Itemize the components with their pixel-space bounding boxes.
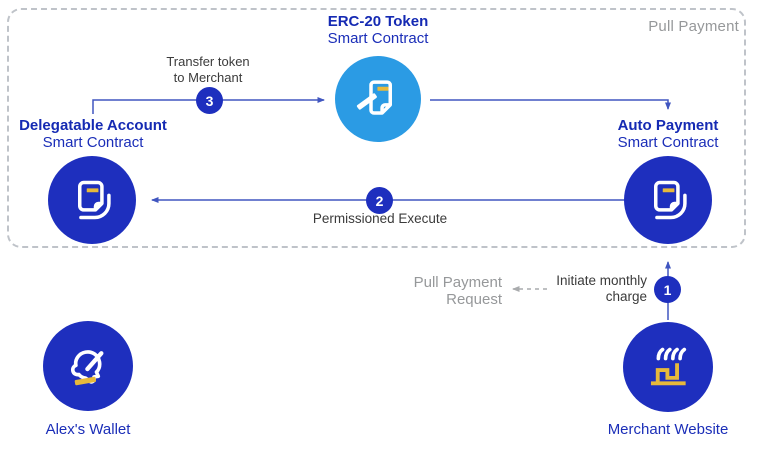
step2-badge: 2 bbox=[366, 187, 393, 214]
delegatable-title-line2: Smart Contract bbox=[42, 134, 144, 151]
pull-payment-request-line2: Request bbox=[446, 291, 502, 308]
frame-corner-label: Pull Payment bbox=[648, 18, 739, 35]
step1-label-line2: charge bbox=[605, 289, 647, 304]
autopayment-node-title: Auto Payment Smart Contract bbox=[578, 117, 758, 151]
step3-label: Transfer token to Merchant bbox=[128, 54, 288, 86]
delegatable-node-title: Delegatable Account Smart Contract bbox=[3, 117, 183, 151]
autopayment-title-line1: Auto Payment bbox=[617, 117, 719, 134]
arrow-erc20-to-autopayment bbox=[430, 99, 671, 110]
erc20-node-circle bbox=[335, 56, 421, 142]
erc20-title-line2: Smart Contract bbox=[327, 30, 429, 47]
erc20-node-title: ERC-20 Token Smart Contract bbox=[268, 13, 488, 47]
contract-pages-icon bbox=[78, 180, 111, 220]
step3-label-line2: to Merchant bbox=[173, 70, 243, 85]
arrow-step3-transfer bbox=[92, 97, 325, 114]
alex-wallet-label: Alex's Wallet bbox=[45, 421, 131, 438]
contract-pages-icon bbox=[654, 180, 687, 220]
autopayment-title-line2: Smart Contract bbox=[617, 134, 719, 151]
pull-payment-frame bbox=[7, 8, 746, 248]
pull-payment-request-line1: Pull Payment bbox=[413, 274, 502, 291]
storefront-icon bbox=[650, 347, 687, 386]
step3-label-line1: Transfer token bbox=[166, 54, 250, 69]
alex-wallet-circle bbox=[43, 321, 133, 411]
delegatable-node-circle bbox=[48, 156, 136, 244]
step1-label-line1: Initiate monthly bbox=[556, 273, 647, 288]
merchant-website-label: Merchant Website bbox=[607, 421, 729, 438]
step3-badge: 3 bbox=[196, 87, 223, 114]
step1-label: Initiate monthly charge bbox=[502, 273, 647, 305]
step2-label: Permissioned Execute bbox=[312, 211, 448, 226]
step1-badge: 1 bbox=[654, 276, 681, 303]
pull-payment-request-label: Pull Payment Request bbox=[398, 274, 502, 308]
contract-pen-icon bbox=[356, 80, 392, 115]
erc20-title-line1: ERC-20 Token bbox=[327, 13, 429, 30]
merchant-website-circle bbox=[623, 322, 713, 412]
delegatable-title-line1: Delegatable Account bbox=[19, 117, 167, 134]
autopayment-node-circle bbox=[624, 156, 712, 244]
person-profile-icon bbox=[70, 350, 104, 386]
